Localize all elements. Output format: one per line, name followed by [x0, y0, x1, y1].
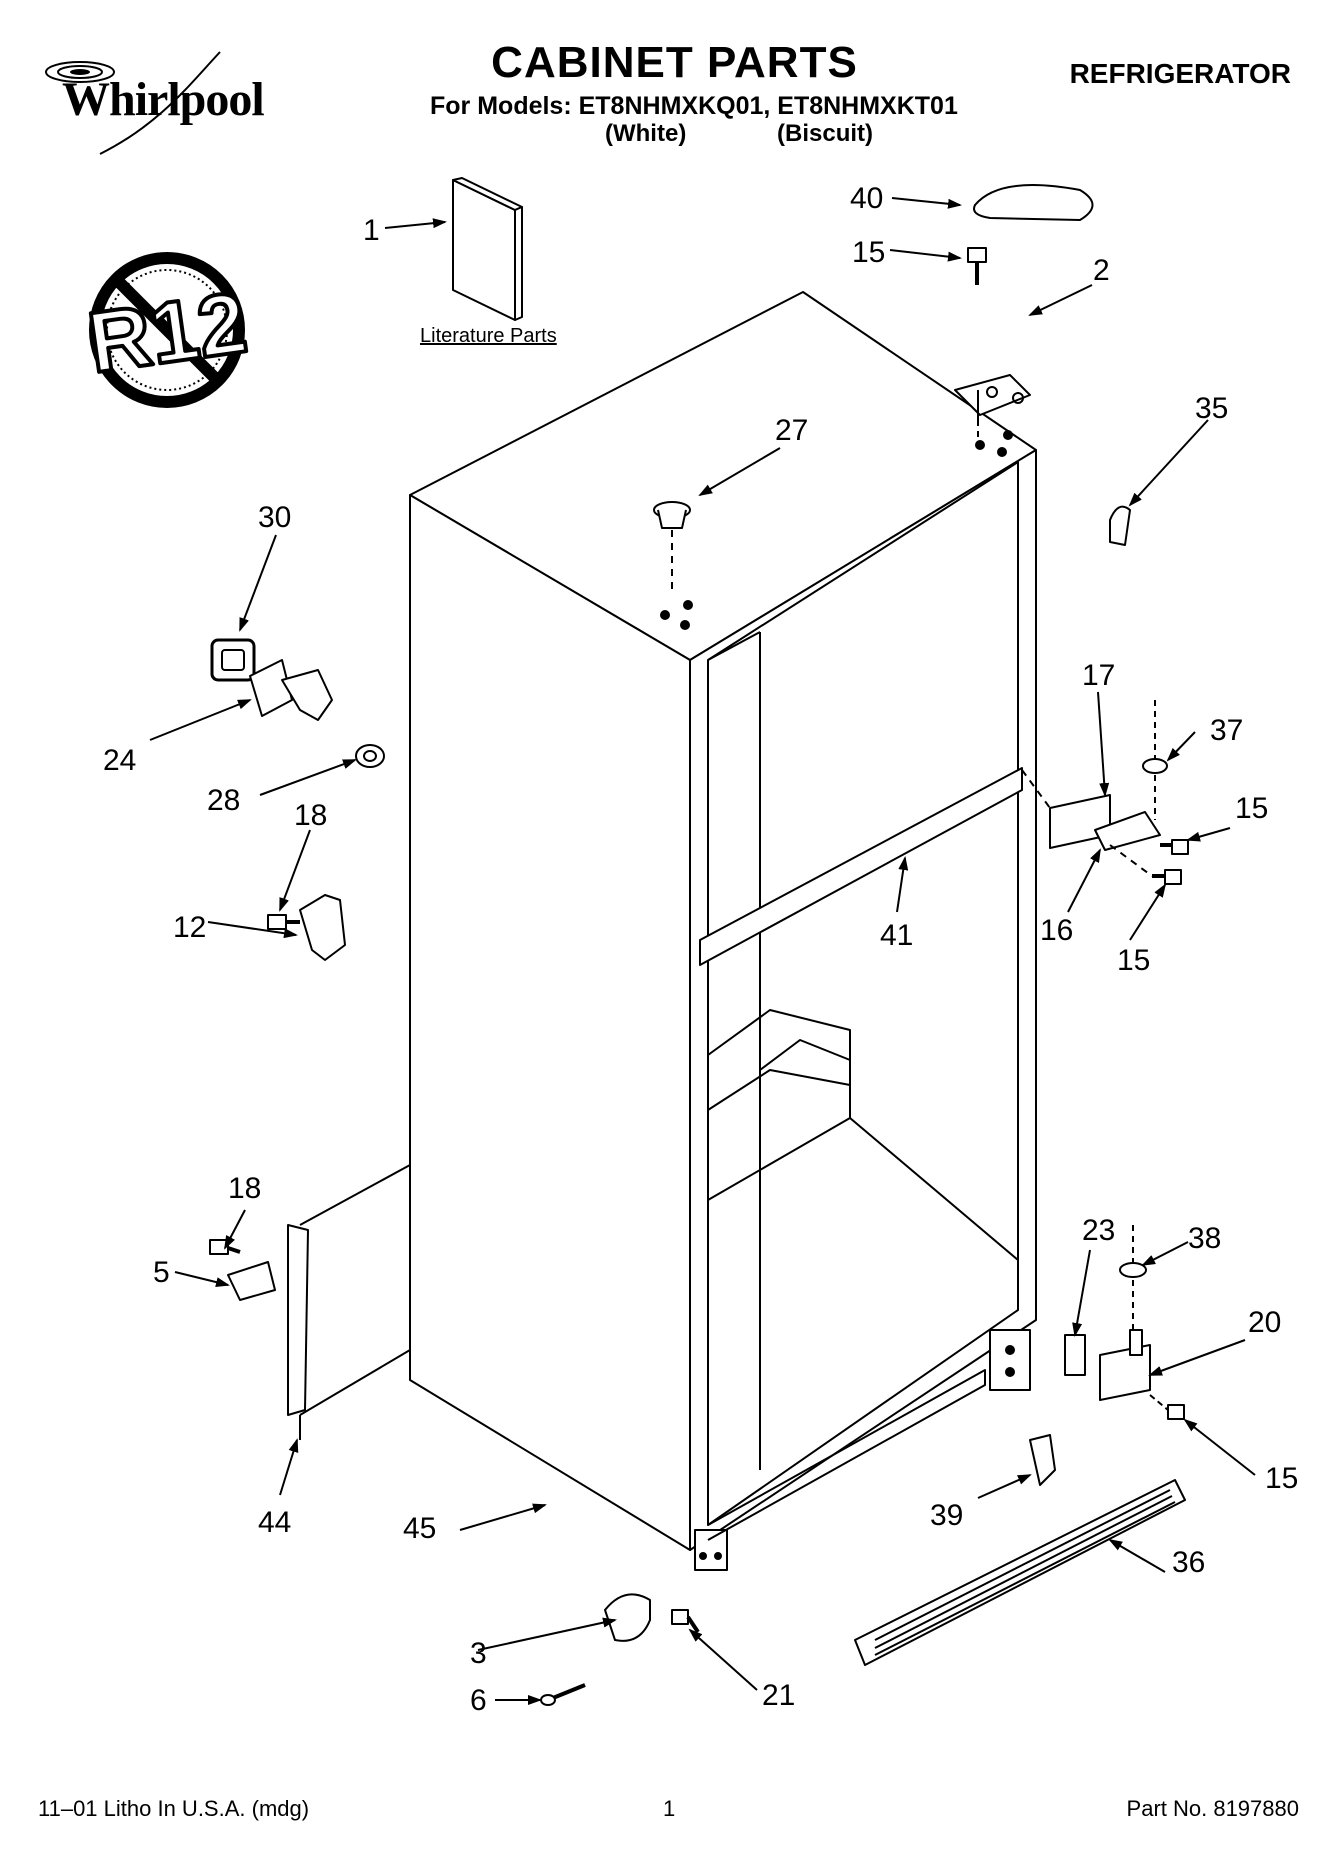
callout-23: 23: [1082, 1214, 1115, 1247]
callout-44: 44: [258, 1506, 291, 1539]
callout-37: 37: [1210, 714, 1243, 747]
whirlpool-logo: Whirlpool: [40, 44, 270, 164]
swirl-icon: [45, 51, 221, 155]
callout-45: 45: [403, 1512, 436, 1545]
hinge-cap: [973, 184, 1094, 221]
callout-15-mid: 15: [1235, 792, 1268, 825]
footer-page-number: 1: [663, 1796, 676, 1821]
callout-38: 38: [1188, 1222, 1221, 1255]
callout-18-lower: 18: [228, 1172, 261, 1205]
hinge-pin-24: [249, 659, 333, 721]
screw: [967, 247, 987, 285]
stop-12: [267, 894, 346, 961]
center-hinge: [1021, 700, 1189, 885]
literature-label: Literature Parts: [420, 325, 557, 347]
models-line: For Models: ET8NHMXKQ01, ET8NHMXKT01: [430, 92, 958, 120]
no-r12-badge: R12: [81, 252, 254, 408]
callout-24: 24: [103, 744, 136, 777]
callout-20: 20: [1248, 1306, 1281, 1339]
callout-36: 36: [1172, 1546, 1205, 1579]
clip-39: [1029, 1434, 1056, 1486]
callout-numbers: 1 40 15 2 35 27 30 24 28 18 12 17 37 15 …: [103, 182, 1298, 1717]
callout-17: 17: [1082, 659, 1115, 692]
cabinet: [409, 291, 1037, 1571]
hinge-3: [540, 1593, 700, 1706]
callout-5: 5: [153, 1256, 170, 1289]
leader-lines: [149, 197, 1256, 1705]
product-type: REFRIGERATOR: [1069, 58, 1291, 89]
callout-15-lower: 15: [1117, 944, 1150, 977]
top-hinge: [954, 374, 1031, 445]
hinge-5: [209, 1239, 276, 1301]
callout-16: 16: [1040, 914, 1073, 947]
callout-15-top: 15: [852, 236, 885, 269]
bottom-hinge-20: [1064, 1225, 1185, 1420]
color-biscuit: (Biscuit): [777, 120, 873, 147]
plug-27: [653, 501, 691, 595]
callout-12: 12: [173, 911, 206, 944]
washer-28: [355, 744, 385, 768]
callout-18-upper: 18: [294, 799, 327, 832]
brand-wordmark: Whirlpool: [62, 73, 265, 126]
callout-15-bottom: 15: [1265, 1462, 1298, 1495]
callout-6: 6: [470, 1684, 487, 1717]
color-white: (White): [605, 120, 687, 147]
side-panel: [287, 1164, 411, 1440]
callout-2: 2: [1093, 254, 1110, 287]
callout-41: 41: [880, 919, 913, 952]
page-title: CABINET PARTS: [491, 38, 858, 87]
callout-35: 35: [1195, 392, 1228, 425]
callout-39: 39: [930, 1499, 963, 1532]
grille-36: [854, 1479, 1186, 1666]
callout-40: 40: [850, 182, 883, 215]
divider-bar: [699, 767, 1023, 966]
gasket-30: [210, 638, 256, 682]
footer-part-number: Part No. 8197880: [1126, 1796, 1299, 1821]
callout-28: 28: [207, 784, 240, 817]
cap-35: [1109, 505, 1131, 546]
callout-30: 30: [258, 501, 291, 534]
callout-1: 1: [363, 214, 380, 247]
callout-3: 3: [470, 1637, 487, 1670]
footer-print-info: 11–01 Litho In U.S.A. (mdg): [38, 1796, 310, 1821]
literature-parts: [452, 177, 523, 321]
callout-21: 21: [762, 1679, 795, 1712]
callout-27: 27: [775, 414, 808, 447]
